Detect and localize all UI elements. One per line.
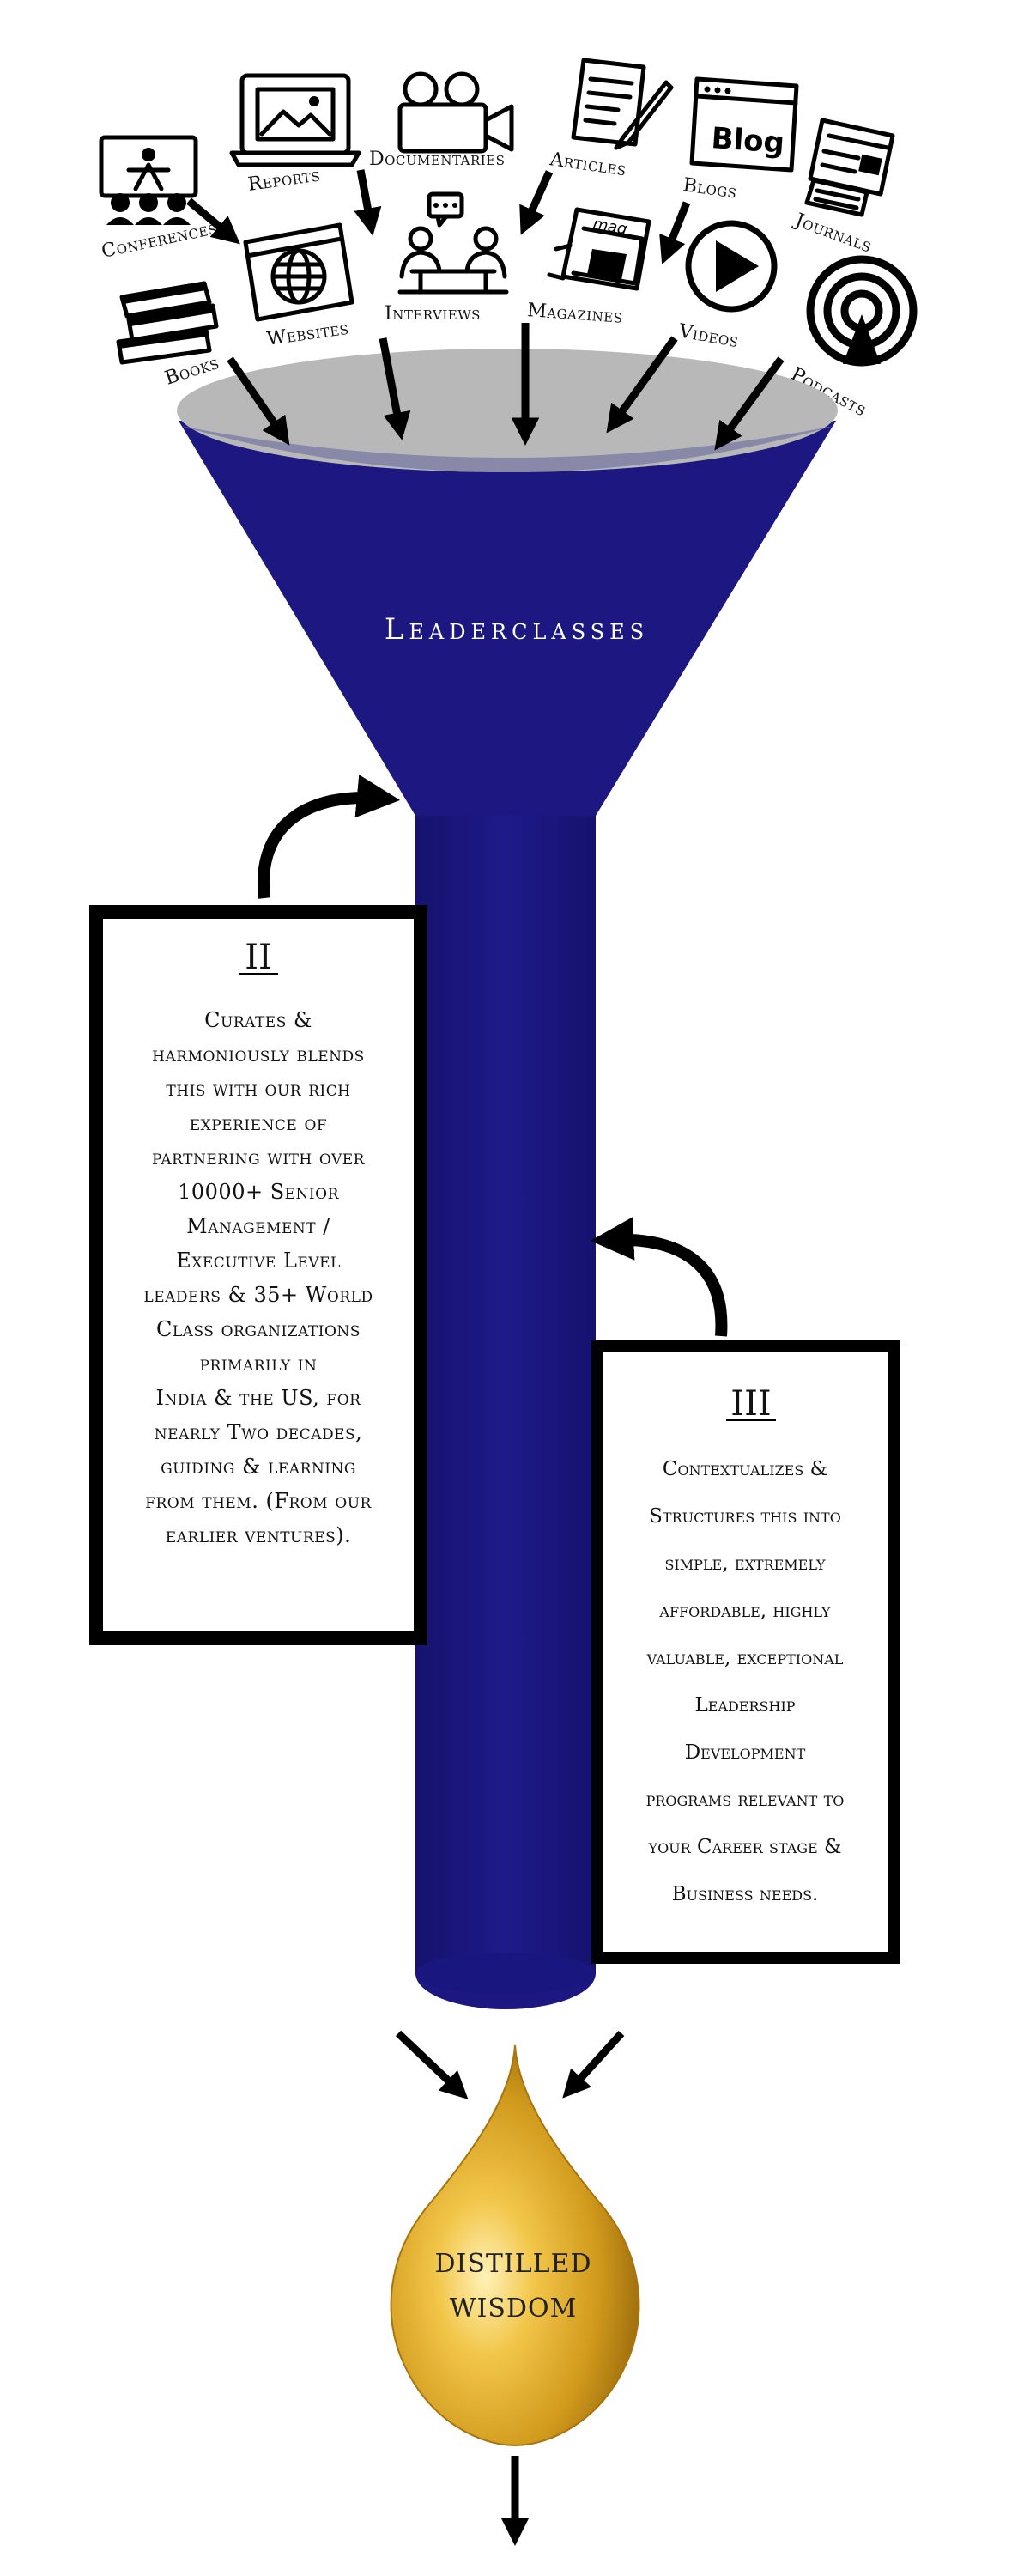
funnel-title: Leaderclasses (385, 612, 649, 647)
step-2-text-line: Executive Level (176, 1249, 341, 1273)
step-2-text-line: earlier ventures). (166, 1523, 351, 1547)
step-2-text-line: this with our rich (166, 1077, 350, 1101)
report-icon (229, 73, 361, 167)
interview-icon (397, 191, 509, 295)
step-2-text-line: India & the US, for (156, 1386, 362, 1410)
podcast-icon (806, 255, 918, 367)
step-3-text: Contextualizes & Structures this into simp… (646, 1458, 845, 1905)
video-camera-icon (397, 71, 514, 154)
conference-icon (99, 135, 198, 225)
play-icon (685, 220, 778, 313)
step-2-text-line: harmoniously blends (152, 1042, 365, 1066)
arrow-websites (379, 337, 411, 440)
funnel-stem-tip (415, 1953, 596, 1994)
blog-icon-text: Blog (710, 121, 785, 161)
arrow-books (227, 356, 290, 446)
step-3-text-line: Development (685, 1741, 806, 1764)
step-2-text-line: Curates & (204, 1008, 312, 1032)
step-2-text-line: Management / (186, 1214, 330, 1238)
source-label-magazines: Magazines (527, 300, 624, 328)
source-label-documentaries: Documentaries (369, 149, 505, 170)
journal-icon (804, 118, 895, 217)
step-3-text-line: affordable, highly (658, 1600, 831, 1622)
source-label-interviews: Interviews (385, 303, 481, 325)
step-3-text-line: Leadership (694, 1694, 795, 1716)
arrow-podcasts (714, 356, 785, 451)
magazine-icon: mag (547, 207, 651, 291)
step-3-text-line: Contextualizes & (663, 1458, 827, 1480)
step-3-text-line: Business needs. (672, 1883, 819, 1905)
arrow-reports (354, 169, 382, 236)
arrow-into-drop-right (562, 2030, 625, 2099)
arrow-into-drop-left (395, 2030, 469, 2099)
source-label-reports: Reports (246, 164, 321, 196)
funnel-rim (177, 349, 838, 472)
step-2-text-line: partnering with over (152, 1145, 366, 1170)
step-2-text-line: nearly Two decades, (154, 1420, 363, 1444)
step-2-text-line: experience of (190, 1111, 327, 1135)
source-label-articles: Articles (548, 149, 627, 180)
arrow-step-3 (590, 1217, 728, 1337)
arrow-videos (606, 336, 678, 434)
step-3-text-line: programs relevant to (646, 1789, 845, 1811)
step-2-text-line: leaders & 35+ World (143, 1283, 373, 1307)
arrow-articles (519, 170, 554, 235)
funnel-rim-shadow (180, 426, 834, 472)
step-2-text-line: Class organizations (156, 1317, 360, 1341)
blog-icon: Blog (689, 76, 799, 173)
arrow-blogs (659, 201, 691, 265)
step-2-numeral: II (245, 938, 272, 977)
step-2-text-line: from them. (From our (145, 1489, 372, 1513)
source-label-websites: Websites (265, 318, 350, 350)
step-2-text-line: guiding & learning (161, 1455, 356, 1479)
article-icon (571, 58, 674, 150)
wisdom-drop (390, 2044, 640, 2447)
step-2-text: Curates & harmoniously blends this with ou… (143, 1008, 373, 1547)
step-3-text-line: valuable, exceptional (646, 1647, 844, 1669)
arrow-conferences (186, 197, 240, 245)
step-3-numeral: III (730, 1384, 771, 1424)
step-2-box: II Curates & harmoniously blends this with… (89, 905, 427, 1645)
books-icon (116, 281, 219, 365)
step-3-text-line: your Career stage & (648, 1836, 842, 1858)
step-3-text-line: Structures this into (649, 1505, 841, 1528)
source-label-videos: Videos (676, 320, 741, 352)
globe-icon (243, 222, 354, 322)
step-2-text-line: 10000+ Senior (178, 1180, 339, 1204)
step-3-text-line: simple, extremely (664, 1552, 825, 1575)
drop-text-line-2: WISDOM (450, 2293, 578, 2324)
step-3-box: III Contextualizes & Structures this into… (591, 1340, 900, 1964)
funnel-stem (415, 816, 596, 1973)
drop-text-line-1: DISTILLED (434, 2249, 591, 2279)
source-label-blogs: Blogs (682, 174, 738, 204)
step-2-text-line: primarily in (200, 1352, 318, 1376)
arrow-step-2 (257, 775, 401, 899)
